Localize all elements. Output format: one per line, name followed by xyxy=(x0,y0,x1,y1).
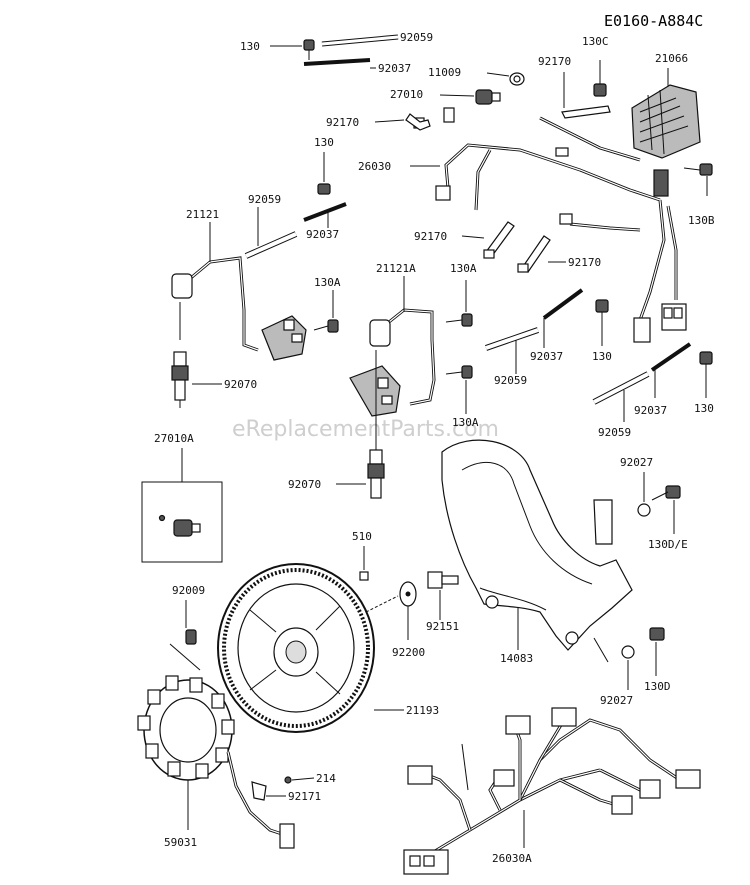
label-92027: 92027 xyxy=(620,456,653,469)
rod-92037-top xyxy=(303,58,371,66)
label-130de: 130D/E xyxy=(648,538,688,551)
label-130a: 130A xyxy=(452,416,479,429)
label-214: 214 xyxy=(316,772,336,785)
bolt-130-right xyxy=(699,351,713,365)
label-59031: 59031 xyxy=(164,836,197,849)
label-92009: 92009 xyxy=(172,584,205,597)
stator-59031 xyxy=(137,675,295,849)
label-92037: 92037 xyxy=(378,62,411,75)
label-130b: 130B xyxy=(688,214,715,227)
flywheel-21193 xyxy=(217,563,375,733)
label-11009: 11009 xyxy=(428,66,461,79)
clamp-92170-c xyxy=(483,221,515,259)
rod-92037-center xyxy=(542,288,584,320)
label-92037: 92037 xyxy=(634,404,667,417)
spark-plug-92070-left xyxy=(171,351,189,408)
sensor-27010 xyxy=(475,89,501,105)
clamp-92170-d xyxy=(517,235,551,273)
bolt-130a-left xyxy=(313,319,339,333)
diagram-code: E0160-A884C xyxy=(604,12,703,30)
label-14083: 14083 xyxy=(500,652,533,665)
ignition-coil-21121a xyxy=(349,308,436,417)
bolt-130-top xyxy=(303,39,315,60)
label-130: 130 xyxy=(694,402,714,415)
rod-92037-left xyxy=(303,202,347,222)
label-92171: 92171 xyxy=(288,790,321,803)
label-130d: 130D xyxy=(644,680,671,693)
inset-box-27010a xyxy=(141,481,223,563)
bolt-130b xyxy=(683,163,713,176)
rod-92037-right xyxy=(650,342,692,372)
label-92170: 92170 xyxy=(538,55,571,68)
label-92170: 92170 xyxy=(414,230,447,243)
ignition-coil-21121 xyxy=(171,256,307,361)
label-130: 130 xyxy=(240,40,260,53)
label-21121: 21121 xyxy=(186,208,219,221)
label-92059: 92059 xyxy=(400,31,433,44)
clip-11009 xyxy=(509,72,525,86)
bolt-92151 xyxy=(427,571,459,589)
label-130a: 130A xyxy=(450,262,477,275)
watermark: eReplacementParts.com xyxy=(232,417,499,442)
label-92070: 92070 xyxy=(288,478,321,491)
label-130: 130 xyxy=(592,350,612,363)
label-130a: 130A xyxy=(314,276,341,289)
label-27010a: 27010A xyxy=(154,432,194,445)
spark-plug-92070-center xyxy=(367,449,385,499)
bolt-92009 xyxy=(169,629,201,671)
collar-92027-bottom xyxy=(621,645,635,659)
rod-92059-left xyxy=(244,231,298,259)
fan-housing-14083 xyxy=(441,439,633,651)
label-92151: 92151 xyxy=(426,620,459,633)
label-21066: 21066 xyxy=(655,52,688,65)
label-92059: 92059 xyxy=(598,426,631,439)
clamp-92170-b xyxy=(405,113,431,131)
rod-92059-top xyxy=(321,34,399,47)
label-26030a: 26030A xyxy=(492,852,532,865)
bolt-130a-center-top xyxy=(445,313,473,327)
rod-92059-right xyxy=(592,371,650,405)
label-27010: 27010 xyxy=(390,88,423,101)
screw-214 xyxy=(284,776,315,784)
label-21193: 21193 xyxy=(406,704,439,717)
bolt-130a-center-bottom xyxy=(445,365,473,379)
bolt-130c xyxy=(593,60,607,97)
rod-92059-center xyxy=(485,327,539,351)
label-21121a: 21121A xyxy=(376,262,416,275)
clamp-92170-a xyxy=(561,105,611,119)
key-510 xyxy=(359,571,369,581)
label-92059: 92059 xyxy=(494,374,527,387)
bolt-130-left xyxy=(317,183,331,195)
label-130: 130 xyxy=(314,136,334,149)
label-92027: 92027 xyxy=(600,694,633,707)
label-92070: 92070 xyxy=(224,378,257,391)
label-130c: 130C xyxy=(582,35,609,48)
bolt-130-center xyxy=(595,299,609,313)
washer-92200 xyxy=(399,581,417,607)
bolt-130d xyxy=(649,627,665,641)
label-26030: 26030 xyxy=(358,160,391,173)
label-92037: 92037 xyxy=(530,350,563,363)
bolt-130de xyxy=(651,485,681,501)
label-92170: 92170 xyxy=(568,256,601,269)
collar-92027-top xyxy=(637,503,651,517)
label-92059: 92059 xyxy=(248,193,281,206)
label-92170: 92170 xyxy=(326,116,359,129)
label-92037: 92037 xyxy=(306,228,339,241)
label-92200: 92200 xyxy=(392,646,425,659)
clip-92171 xyxy=(251,781,267,801)
harness-26030a xyxy=(403,707,701,875)
regulator-21066 xyxy=(631,84,701,159)
label-510: 510 xyxy=(352,530,372,543)
